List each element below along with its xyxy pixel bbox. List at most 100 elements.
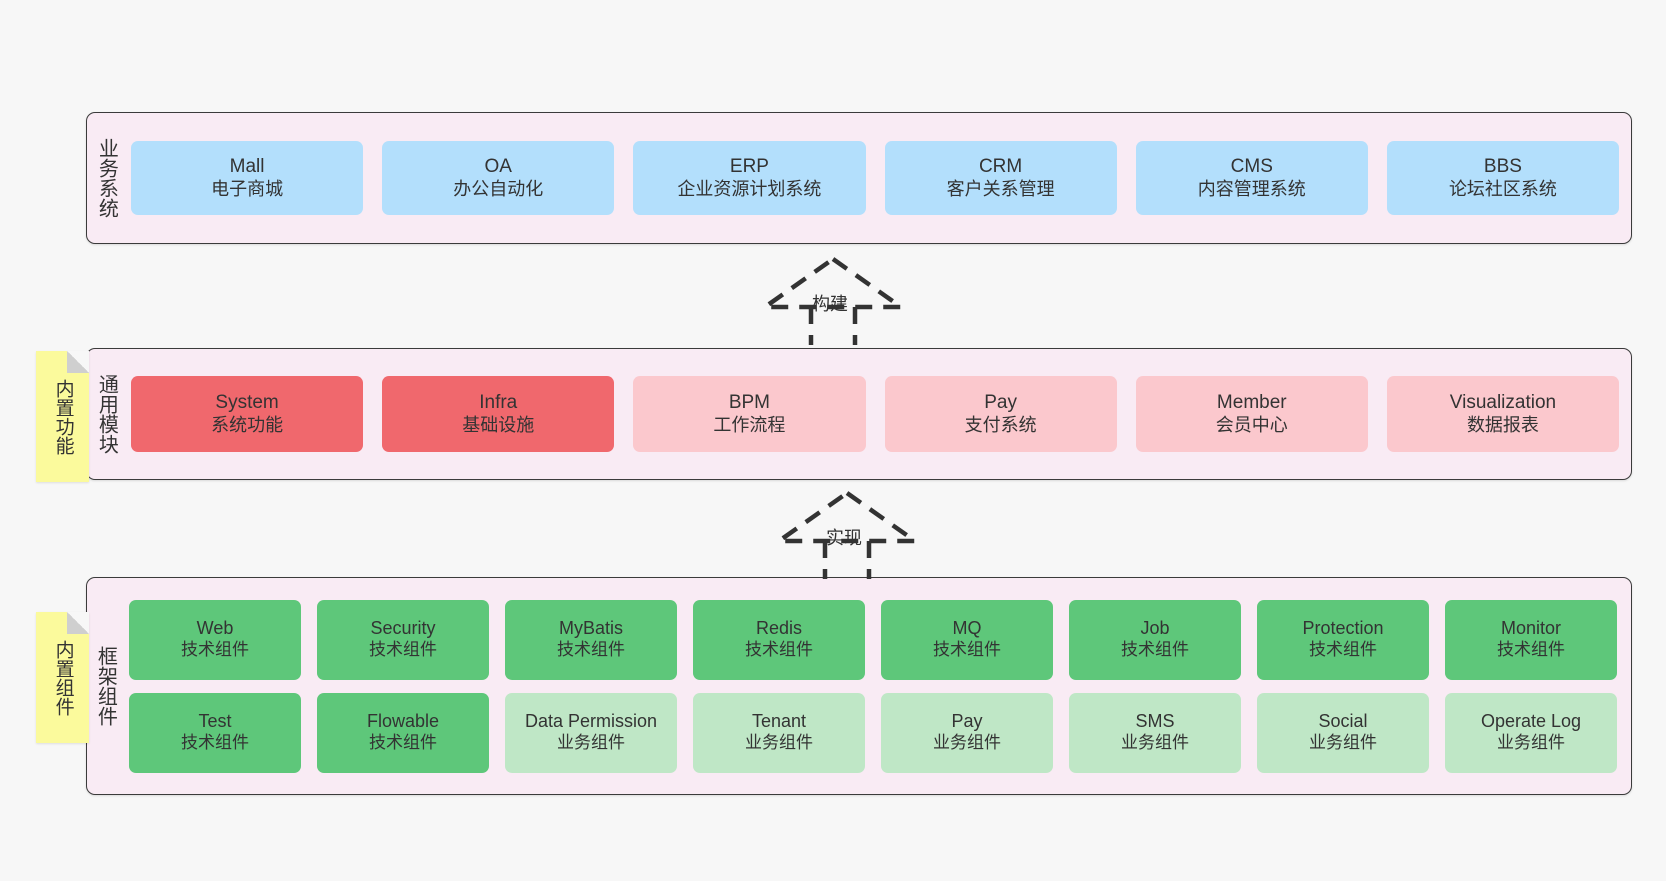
node-label-en: CRM	[978, 156, 1023, 178]
node-system[interactable]: System 系统功能	[131, 376, 364, 452]
node-label-en: OA	[484, 156, 512, 178]
node-web[interactable]: Web 技术组件	[129, 599, 301, 680]
layer-business-system: 业务系统 Mall 电子商城 OA 办公自动化 ERP 企业资源计划系统 CRM…	[86, 112, 1632, 244]
node-label-cn: 业务组件	[1497, 733, 1565, 753]
node-label-en: Data Permission	[524, 711, 658, 732]
arrow-stem	[808, 307, 858, 345]
node-label-cn: 技术组件	[369, 640, 437, 660]
node-flowable[interactable]: Flowable 技术组件	[317, 692, 489, 773]
node-label-cn: 技术组件	[933, 640, 1001, 660]
layer-business-system-body: Mall 电子商城 OA 办公自动化 ERP 企业资源计划系统 CRM 客户关系…	[125, 113, 1631, 243]
node-label-en: Web	[196, 618, 234, 639]
node-security[interactable]: Security 技术组件	[317, 599, 489, 680]
node-label-cn: 技术组件	[369, 733, 437, 753]
node-label-cn: 内容管理系统	[1197, 178, 1306, 199]
sticky-note-builtin-features: 内置功能	[36, 351, 89, 482]
node-label-cn: 会员中心	[1215, 414, 1288, 435]
node-label-cn: 业务组件	[1121, 733, 1189, 753]
node-monitor[interactable]: Monitor 技术组件	[1445, 599, 1617, 680]
node-label-en: Pay	[984, 392, 1017, 414]
node-job[interactable]: Job 技术组件	[1069, 599, 1241, 680]
node-label-en: Pay	[951, 711, 983, 732]
node-label-cn: 技术组件	[557, 640, 625, 660]
node-label-cn: 支付系统	[964, 414, 1037, 435]
node-label-en: Mall	[229, 156, 265, 178]
node-label-cn: 论坛社区系统	[1448, 178, 1557, 199]
node-pay-module[interactable]: Pay 支付系统	[884, 376, 1117, 452]
node-mq[interactable]: MQ 技术组件	[881, 599, 1053, 680]
node-test[interactable]: Test 技术组件	[129, 692, 301, 773]
node-label-en: BBS	[1483, 156, 1522, 178]
node-bpm[interactable]: BPM 工作流程	[633, 376, 866, 452]
node-operate-log[interactable]: Operate Log 业务组件	[1445, 692, 1617, 773]
node-label-en: Member	[1216, 392, 1287, 414]
node-label-en: MyBatis	[558, 618, 623, 639]
node-crm[interactable]: CRM 客户关系管理	[884, 141, 1117, 215]
node-label-en: Monitor	[1500, 618, 1562, 639]
node-label-cn: 技术组件	[181, 640, 249, 660]
layer-framework-components-title: 框架组件	[94, 646, 117, 726]
node-tenant[interactable]: Tenant 业务组件	[693, 692, 865, 773]
connector-implement	[767, 490, 927, 579]
node-label-en: SMS	[1135, 711, 1175, 732]
node-mybatis[interactable]: MyBatis 技术组件	[505, 599, 677, 680]
layer-common-modules-body: System 系统功能 Infra 基础设施 BPM 工作流程 Pay 支付系统…	[125, 349, 1631, 479]
node-label-en: Test	[198, 711, 232, 732]
node-erp[interactable]: ERP 企业资源计划系统	[633, 141, 866, 215]
layer-common-modules: 通用模块 System 系统功能 Infra 基础设施 BPM 工作流程 Pay…	[86, 348, 1632, 480]
node-label-cn: 数据报表	[1466, 414, 1539, 435]
node-label-cn: 企业资源计划系统	[677, 178, 822, 199]
node-label-en: Visualization	[1449, 392, 1557, 414]
node-label-cn: 技术组件	[745, 640, 813, 660]
node-pay-component[interactable]: Pay 业务组件	[881, 692, 1053, 773]
node-bbs[interactable]: BBS 论坛社区系统	[1386, 141, 1620, 215]
connector-build	[753, 256, 913, 345]
node-mall[interactable]: Mall 电子商城	[131, 141, 364, 215]
node-row: System 系统功能 Infra 基础设施 BPM 工作流程 Pay 支付系统…	[131, 376, 1620, 452]
node-row: Web 技术组件 Security 技术组件 MyBatis 技术组件 Redi…	[129, 599, 1617, 680]
node-label-cn: 基础设施	[462, 414, 535, 435]
node-label-cn: 电子商城	[211, 178, 284, 199]
node-data-permission[interactable]: Data Permission 业务组件	[505, 692, 677, 773]
node-infra[interactable]: Infra 基础设施	[382, 376, 615, 452]
node-sms[interactable]: SMS 业务组件	[1069, 692, 1241, 773]
node-label-en: ERP	[729, 156, 769, 178]
layer-business-system-title: 业务系统	[95, 138, 118, 218]
connector-build-label: 构建	[812, 294, 848, 314]
node-label-en: Infra	[479, 392, 518, 414]
node-label-cn: 系统功能	[211, 414, 284, 435]
node-label-cn: 办公自动化	[453, 178, 544, 199]
node-label-en: CMS	[1230, 156, 1273, 178]
node-protection[interactable]: Protection 技术组件	[1257, 599, 1429, 680]
node-social[interactable]: Social 业务组件	[1257, 692, 1429, 773]
node-label-cn: 技术组件	[181, 733, 249, 753]
node-label-cn: 业务组件	[557, 733, 625, 753]
node-label-cn: 技术组件	[1309, 640, 1377, 660]
node-cms[interactable]: CMS 内容管理系统	[1135, 141, 1368, 215]
node-label-en: Tenant	[751, 711, 807, 732]
node-label-cn: 业务组件	[933, 733, 1001, 753]
node-label-en: System	[215, 392, 279, 414]
node-label-cn: 业务组件	[745, 733, 813, 753]
node-label-en: Redis	[755, 618, 803, 639]
node-label-cn: 技术组件	[1121, 640, 1189, 660]
node-label-en: MQ	[952, 618, 982, 639]
node-label-en: Flowable	[366, 711, 440, 732]
layer-common-modules-title: 通用模块	[95, 374, 118, 454]
connector-implement-label: 实现	[826, 528, 862, 548]
node-label-cn: 客户关系管理	[946, 178, 1055, 199]
node-label-cn: 技术组件	[1497, 640, 1565, 660]
node-visualization[interactable]: Visualization 数据报表	[1386, 376, 1620, 452]
arrowhead-hollow-icon	[757, 256, 909, 310]
node-label-en: Social	[1318, 711, 1368, 732]
node-member[interactable]: Member 会员中心	[1135, 376, 1368, 452]
node-label-en: Operate Log	[1480, 711, 1582, 732]
node-label-en: BPM	[728, 392, 771, 414]
node-label-en: Security	[370, 618, 436, 639]
node-label-cn: 业务组件	[1309, 733, 1377, 753]
node-label-en: Protection	[1302, 618, 1384, 639]
layer-framework-components-body: Web 技术组件 Security 技术组件 MyBatis 技术组件 Redi…	[123, 578, 1631, 794]
node-redis[interactable]: Redis 技术组件	[693, 599, 865, 680]
node-oa[interactable]: OA 办公自动化	[382, 141, 615, 215]
